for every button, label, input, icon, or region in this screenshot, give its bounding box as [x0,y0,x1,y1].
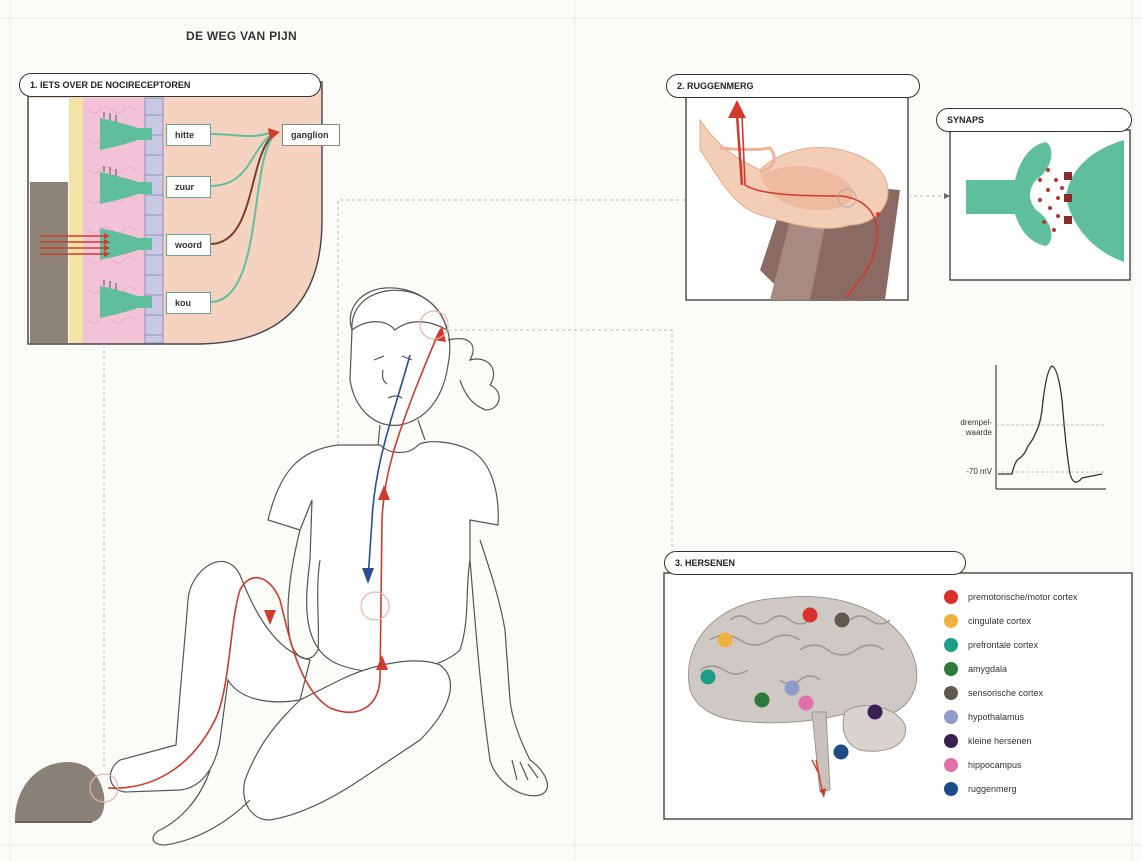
legend-label: kleine hersenen [968,736,1032,746]
legend-dot [944,590,958,604]
stone [15,762,118,822]
threshold-label: drempel- waarde [952,418,992,438]
legend-dot [944,662,958,676]
action-potential-graph [996,365,1106,489]
legend-label: prefrontale cortex [968,640,1038,650]
legend-item: hippocampus [944,753,1078,777]
legend-dot [944,758,958,772]
receptor-label-kou: kou [166,292,211,314]
legend-label: ruggenmerg [968,784,1017,794]
section-label-nociceptors: 1. IETS OVER DE NOCIRECEPTOREN [19,73,321,97]
legend-dot [944,782,958,796]
legend-label: hypothalamus [968,712,1024,722]
ganglion-label: ganglion [282,124,340,146]
seated-figure [110,288,547,845]
brain-region-dot [799,696,814,711]
legend-label: hippocampus [968,760,1022,770]
section-label-synapse: SYNAPS [936,108,1132,132]
brain-region-dot [868,705,883,720]
resting-potential-label: -70 mV [952,467,992,477]
legend-item: prefrontale cortex [944,633,1078,657]
spinal-cord-panel [686,95,908,300]
legend-dot [944,638,958,652]
receptor-label-woord: woord [166,234,211,256]
stone-block [30,182,68,343]
legend-item: cingulate cortex [944,609,1078,633]
legend-item: hypothalamus [944,705,1078,729]
legend-label: amygdala [968,664,1007,674]
section-label-brain: 3. HERSENEN [664,551,966,575]
page-title: DE WEG VAN PIJN [186,29,297,43]
receptor-label-hitte: hitte [166,124,211,146]
brain-region-dot [834,745,849,760]
brain-legend: premotorische/motor cortex cingulate cort… [944,585,1078,801]
brain-region-dot [835,613,850,628]
brain-region-dot [803,608,818,623]
legend-label: premotorische/motor cortex [968,592,1078,602]
legend-dot [944,686,958,700]
brain-region-dot [718,633,733,648]
legend-item: kleine hersenen [944,729,1078,753]
legend-dot [944,614,958,628]
legend-dot [944,710,958,724]
receptor-label-zuur: zuur [166,176,211,198]
legend-label: cingulate cortex [968,616,1031,626]
legend-item: amygdala [944,657,1078,681]
section-label-spinal-cord: 2. RUGGENMERG [666,74,920,98]
legend-dot [944,734,958,748]
brain-region-dot [755,693,770,708]
legend-label: sensorische cortex [968,688,1043,698]
legend-item: ruggenmerg [944,777,1078,801]
legend-item: premotorische/motor cortex [944,585,1078,609]
brain-region-dot [701,670,716,685]
brain-region-dot [785,681,800,696]
legend-item: sensorische cortex [944,681,1078,705]
synapse-panel [950,130,1130,280]
